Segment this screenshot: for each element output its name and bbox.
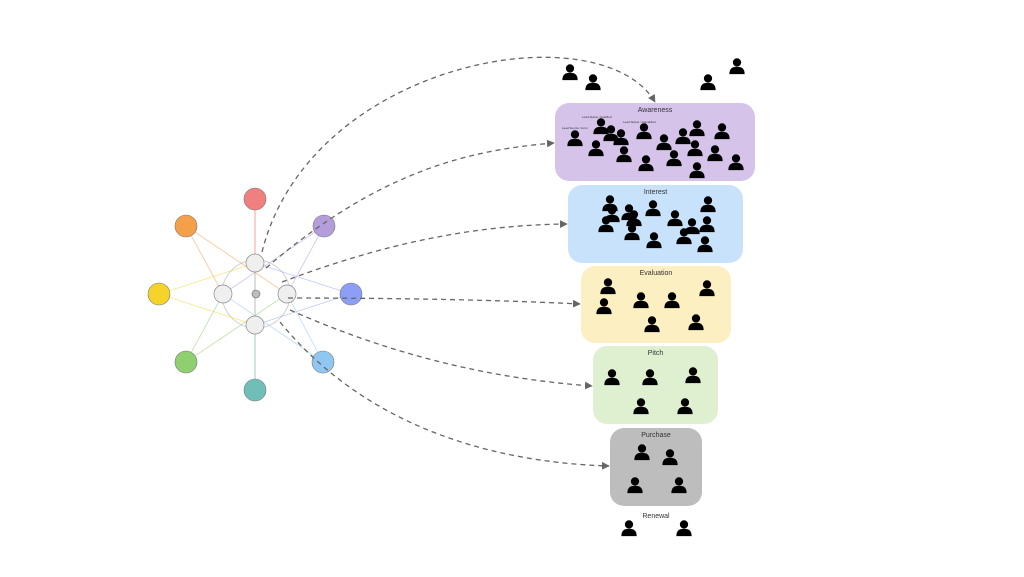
outer-node-teal xyxy=(243,378,267,402)
awareness-note-source: Lead Source: Form xyxy=(562,126,588,130)
outer-node-blue xyxy=(339,282,363,306)
inner-node xyxy=(245,253,265,273)
awareness-note-unqualified: Lead Status: Unqualified xyxy=(623,120,656,124)
person-icon xyxy=(621,520,637,537)
network-edge xyxy=(286,225,325,295)
person-icon xyxy=(676,520,692,537)
network-edge xyxy=(158,262,256,295)
outer-node-orange xyxy=(174,214,198,238)
funnel-stages xyxy=(555,103,755,506)
person-icon xyxy=(700,74,716,91)
network-edges xyxy=(158,199,352,390)
renewal-label: Renewal xyxy=(642,513,670,520)
outer-node-purple xyxy=(312,214,336,238)
network-edge xyxy=(185,225,224,295)
network-edge xyxy=(185,293,224,363)
outer-node-green xyxy=(174,350,198,374)
flow-arrow xyxy=(261,56,656,253)
person-icon xyxy=(585,74,601,91)
network-edge xyxy=(185,293,288,363)
stage-label-pitch: Pitch xyxy=(647,350,664,357)
hub-center-icon xyxy=(251,289,261,299)
network-nodes xyxy=(147,187,363,402)
flow-arrow xyxy=(265,139,555,269)
inner-node xyxy=(245,315,265,335)
network-edge xyxy=(185,225,288,295)
outer-node-light-blue xyxy=(311,350,335,374)
stage-label-purchase: Purchase xyxy=(641,432,671,439)
network-edge xyxy=(254,262,352,295)
network-edge xyxy=(254,293,352,326)
stage-label-evaluation: Evaluation xyxy=(639,270,673,277)
awareness-note-qualified: Lead Status: Qualified xyxy=(582,115,612,119)
stage-label-awareness: Awareness xyxy=(637,107,673,114)
flow-arrow xyxy=(279,321,610,470)
network-edge xyxy=(222,225,325,295)
inner-node xyxy=(213,284,233,304)
flow-arrow xyxy=(289,309,593,390)
network-edge xyxy=(158,293,256,326)
network-edge xyxy=(286,293,324,363)
outer-node-yellow xyxy=(147,282,171,306)
stage-label-interest: Interest xyxy=(643,189,668,196)
outer-node-red xyxy=(243,187,267,211)
inner-node xyxy=(277,284,297,304)
stage-box-purchase xyxy=(610,428,702,506)
person-icon xyxy=(729,58,745,75)
flow-arrow xyxy=(281,220,568,283)
stage-box-interest xyxy=(568,185,743,263)
person-icon xyxy=(562,64,578,81)
flow-arrows xyxy=(261,56,656,470)
flow-arrow xyxy=(287,297,581,308)
